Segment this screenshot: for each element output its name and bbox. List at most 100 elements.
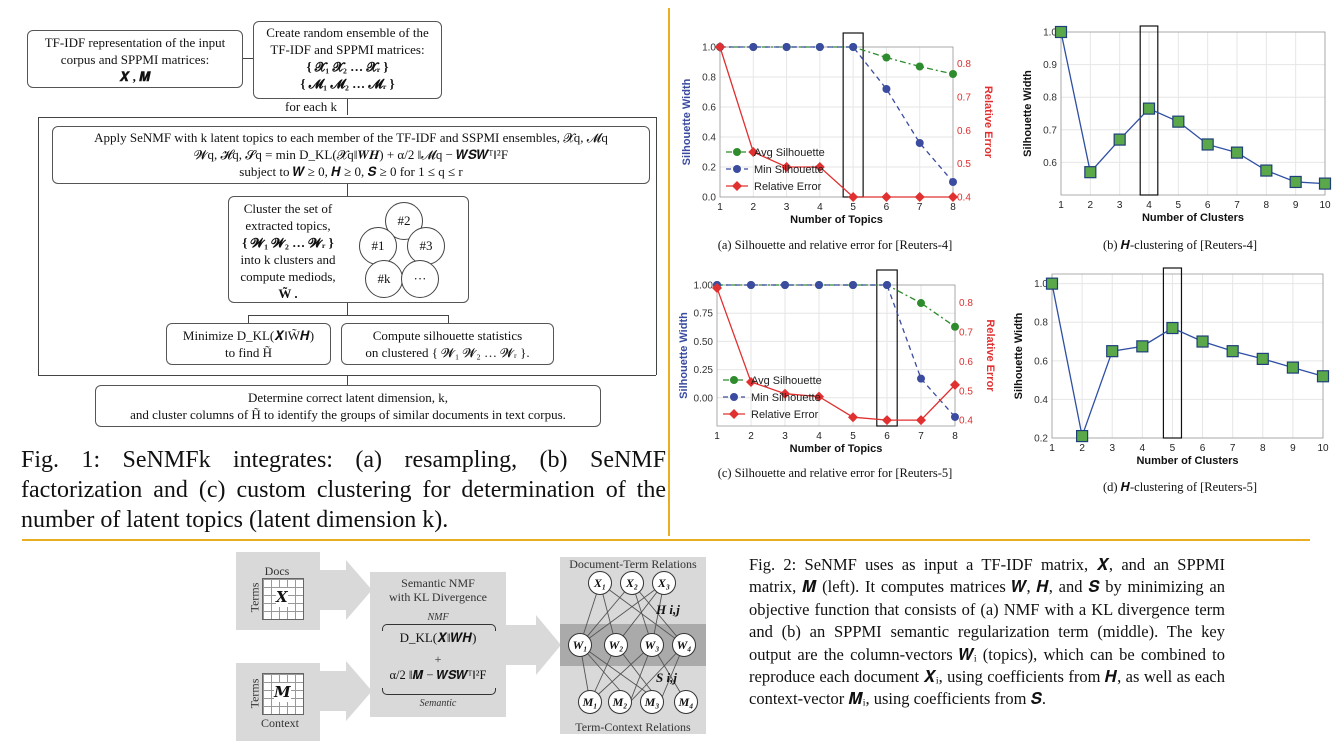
data-point	[917, 299, 925, 308]
data-point	[781, 281, 789, 289]
data-point	[951, 322, 959, 331]
y-axis-label: Silhouette Width	[1022, 70, 1034, 157]
data-point	[1289, 175, 1302, 189]
arrow-context	[310, 661, 372, 721]
silhouette-stats-box: Compute silhouette statistics on cluster…	[341, 323, 554, 365]
h-label: H i,j	[656, 602, 680, 617]
x-tick-label: 1	[714, 431, 720, 442]
y-tick-label: 0.0	[702, 193, 716, 204]
legend-marker	[733, 165, 741, 173]
y-tick-label: 0.6	[702, 103, 716, 114]
data-point	[848, 192, 859, 202]
x-tick-label: 3	[1117, 200, 1123, 211]
input-matrices-box: TF-IDF representation of the input corpu…	[27, 30, 243, 88]
chart-a-caption: (a) Silhouette and relative error for [R…	[717, 238, 953, 252]
series-line	[1060, 31, 1326, 185]
context-label: Context	[261, 716, 299, 730]
node-m1: M₁	[578, 690, 602, 714]
data-point	[1260, 164, 1273, 177]
x-tick-label: 4	[1140, 443, 1146, 454]
legend-marker	[730, 393, 738, 401]
data-point	[814, 162, 825, 172]
term-context-title: Term-Context Relations	[575, 720, 691, 734]
node-w2: W₂	[604, 633, 628, 657]
data-point	[1054, 25, 1068, 39]
node-w4: W₄	[672, 633, 696, 657]
data-point	[1230, 146, 1244, 159]
data-point	[882, 53, 891, 62]
arrow-output	[506, 615, 561, 675]
data-point	[949, 70, 957, 78]
data-point	[949, 178, 957, 186]
y-right-tick-label: 0.8	[957, 59, 971, 70]
highlight-box	[876, 269, 898, 427]
series-line	[716, 287, 956, 421]
cluster-node-k: #k	[365, 260, 403, 298]
x-tick-label: 2	[1088, 200, 1094, 211]
x-tick-label: 2	[751, 202, 757, 213]
y-right-tick-label: 0.6	[959, 357, 973, 368]
legend-marker	[730, 376, 738, 384]
data-point	[748, 147, 759, 157]
series-line	[719, 46, 953, 198]
x-tick-label: 7	[1230, 443, 1236, 454]
x-axis-label: Number of Clusters	[1136, 455, 1238, 467]
data-point	[1045, 277, 1059, 290]
data-point	[1318, 177, 1332, 190]
horizontal-divider	[22, 539, 1310, 541]
vertical-divider	[668, 8, 670, 536]
data-point	[715, 42, 725, 52]
cluster-node-more: ···	[401, 260, 439, 298]
x-tick-label: 4	[816, 431, 822, 442]
y-tick-label: 0.2	[702, 163, 716, 174]
node-m2: M₂	[608, 690, 632, 714]
data-point	[848, 412, 858, 423]
cluster-node-1: #1	[359, 227, 397, 265]
x-tick-label: 5	[1170, 443, 1176, 454]
data-point	[781, 162, 792, 172]
data-point	[1106, 345, 1119, 358]
x-tick-label: 8	[950, 202, 956, 213]
legend-marker	[732, 181, 742, 191]
y-tick-label: 0.6	[1034, 356, 1048, 367]
data-point	[1172, 115, 1185, 128]
series-line	[717, 284, 956, 418]
x-tick-label: 7	[918, 431, 924, 442]
m-matrix-label: 𝑴	[274, 683, 291, 702]
nmf-label: NMF	[427, 612, 449, 623]
semantic-label: Semantic	[419, 698, 457, 709]
legend-label: Min Silhouette	[754, 164, 824, 176]
semantic-nmf-block	[370, 572, 506, 717]
legend-label: Relative Error	[754, 181, 822, 193]
x-tick-label: 5	[850, 431, 856, 442]
y-tick-label: 1.0	[1034, 279, 1048, 290]
data-point	[1196, 335, 1209, 348]
chart-c-caption: (c) Silhouette and relative error for [R…	[717, 466, 953, 480]
data-point	[849, 281, 857, 289]
semantic-nmf-title: Semantic NMF with KL Divergence	[389, 576, 487, 604]
for-each-k-label: for each k	[285, 99, 337, 114]
x-tick-label: 4	[1146, 200, 1152, 211]
data-point	[1316, 370, 1330, 383]
data-point	[1166, 321, 1179, 335]
x-tick-label: 7	[1234, 200, 1240, 211]
plus-sign: +	[434, 652, 442, 666]
data-point	[1142, 102, 1156, 115]
y-right-axis-label: Relative Error	[982, 86, 994, 159]
highlight-box	[1162, 267, 1183, 439]
x-tick-label: 9	[1293, 200, 1299, 211]
arrow-docs	[310, 560, 372, 620]
x-axis-label: Number of Topics	[790, 443, 883, 455]
data-point	[1201, 138, 1214, 151]
data-point	[849, 43, 858, 51]
data-point	[782, 43, 791, 51]
node-x3: X₃	[652, 571, 676, 595]
data-point	[883, 281, 891, 289]
legend-label: Min Silhouette	[751, 392, 821, 404]
x-tick-label: 8	[1260, 443, 1266, 454]
s-label: S i,j	[656, 670, 677, 685]
semantic-brace	[382, 688, 496, 695]
